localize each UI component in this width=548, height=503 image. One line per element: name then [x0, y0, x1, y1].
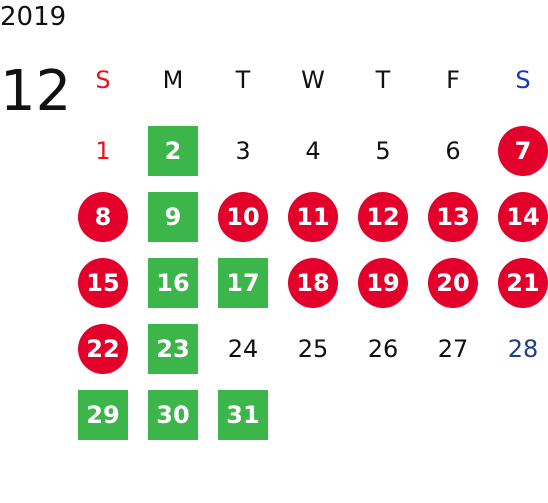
day-number: 4 [305, 137, 321, 165]
day-number: 6 [445, 137, 461, 165]
day-cell[interactable]: 1 [70, 118, 136, 184]
day-cell[interactable]: 19 [350, 250, 416, 316]
day-number: 29 [78, 390, 128, 440]
day-number: 26 [367, 335, 399, 363]
weekday-friday: F [446, 66, 460, 94]
day-cell[interactable]: 29 [70, 382, 136, 448]
day-cell[interactable]: 27 [420, 316, 486, 382]
day-cell[interactable]: 11 [280, 184, 346, 250]
day-cell[interactable]: 24 [210, 316, 276, 382]
day-number: 3 [235, 137, 251, 165]
day-cell[interactable]: 28 [490, 316, 548, 382]
day-number: 30 [148, 390, 198, 440]
day-number: 21 [498, 258, 548, 308]
day-number: 15 [78, 258, 128, 308]
day-number: 14 [498, 192, 548, 242]
day-number: 8 [78, 192, 128, 242]
day-number: 19 [358, 258, 408, 308]
day-number: 7 [498, 126, 548, 176]
day-cell[interactable]: 9 [140, 184, 206, 250]
day-cell[interactable]: 23 [140, 316, 206, 382]
day-cell[interactable]: 31 [210, 382, 276, 448]
day-cell[interactable]: 2 [140, 118, 206, 184]
day-number: 5 [375, 137, 391, 165]
day-number: 13 [428, 192, 478, 242]
day-cell[interactable]: 10 [210, 184, 276, 250]
weekday-sunday: S [95, 66, 111, 94]
day-cell[interactable]: 4 [280, 118, 346, 184]
day-number: 16 [148, 258, 198, 308]
day-number: 23 [148, 324, 198, 374]
day-cell[interactable]: 21 [490, 250, 548, 316]
day-cell[interactable]: 17 [210, 250, 276, 316]
day-number: 12 [358, 192, 408, 242]
day-number: 28 [507, 335, 539, 363]
day-cell[interactable]: 16 [140, 250, 206, 316]
day-cell[interactable]: 26 [350, 316, 416, 382]
day-cell[interactable]: 15 [70, 250, 136, 316]
weekday-tuesday: T [235, 66, 251, 94]
day-number: 20 [428, 258, 478, 308]
day-cell[interactable]: 30 [140, 382, 206, 448]
day-cell[interactable]: 25 [280, 316, 346, 382]
weekday-header: S M T W T F S [68, 60, 548, 100]
day-cell[interactable]: 7 [490, 118, 548, 184]
day-cell[interactable]: 20 [420, 250, 486, 316]
day-number: 22 [78, 324, 128, 374]
day-number: 31 [218, 390, 268, 440]
day-number: 27 [437, 335, 469, 363]
day-number: 24 [227, 335, 259, 363]
day-cell[interactable]: 5 [350, 118, 416, 184]
month-label: 12 [0, 59, 72, 124]
day-number: 10 [218, 192, 268, 242]
weekday-monday: M [162, 66, 184, 94]
weekday-wednesday: W [301, 66, 325, 94]
year-label: 2019 [0, 2, 67, 32]
day-number: 18 [288, 258, 338, 308]
day-cell[interactable]: 14 [490, 184, 548, 250]
day-cell[interactable]: 3 [210, 118, 276, 184]
day-number: 1 [95, 137, 111, 165]
day-cell[interactable]: 12 [350, 184, 416, 250]
day-number: 9 [148, 192, 198, 242]
day-number: 17 [218, 258, 268, 308]
day-cell[interactable]: 22 [70, 316, 136, 382]
day-cell[interactable]: 18 [280, 250, 346, 316]
day-cell[interactable]: 6 [420, 118, 486, 184]
day-number: 11 [288, 192, 338, 242]
day-cell[interactable]: 13 [420, 184, 486, 250]
day-number: 25 [297, 335, 329, 363]
weekday-saturday: S [515, 66, 531, 94]
day-cell[interactable]: 8 [70, 184, 136, 250]
weekday-thursday: T [375, 66, 391, 94]
day-number: 2 [148, 126, 198, 176]
